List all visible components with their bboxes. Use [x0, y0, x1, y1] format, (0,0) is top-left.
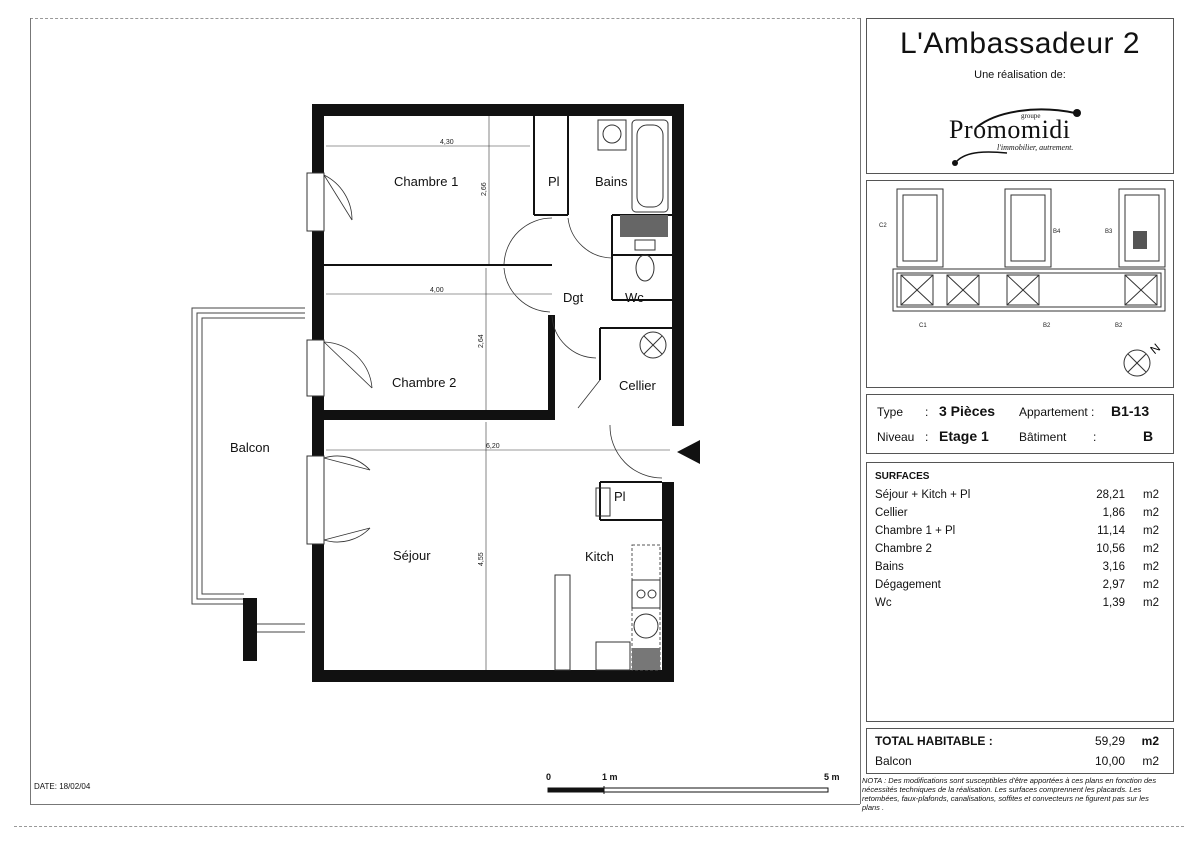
surface-row: Wc 1,39 m2	[875, 597, 1165, 615]
site-label-b2-a: B2	[1043, 323, 1051, 329]
bottom-border	[30, 804, 860, 805]
surface-unit: m2	[1143, 597, 1159, 609]
surface-row: Bains 3,16 m2	[875, 561, 1165, 579]
building-sep: :	[1093, 430, 1097, 444]
total-unit: m2	[1141, 734, 1159, 748]
surface-value: 2,97	[1102, 579, 1125, 591]
top-dashed-line	[30, 18, 860, 19]
unit-info-box: Type : 3 Pièces Appartement : B1-13 Nive…	[866, 394, 1174, 454]
surface-name: Cellier	[875, 507, 908, 519]
bottom-dashed-line	[14, 826, 1184, 827]
left-border	[30, 18, 31, 804]
balcon-label: Balcon	[875, 754, 912, 768]
surface-value: 10,56	[1096, 543, 1125, 555]
room-bains: Bains	[595, 174, 628, 189]
dim-455: 4,55	[478, 552, 485, 566]
surface-name: Bains	[875, 561, 904, 573]
surface-name: Wc	[875, 597, 892, 609]
surface-unit: m2	[1143, 507, 1159, 519]
surface-row: Chambre 2 10,56 m2	[875, 543, 1165, 561]
surface-row: Cellier 1,86 m2	[875, 507, 1165, 525]
level-value: Etage 1	[939, 428, 989, 444]
surface-unit: m2	[1143, 561, 1159, 573]
middle-border	[860, 18, 861, 804]
surfaces-box: SURFACES Séjour + Kitch + Pl 28,21 m2 Ce…	[866, 462, 1174, 722]
project-title: L'Ambassadeur 2	[899, 27, 1141, 60]
logo-groupe: groupe	[1021, 112, 1041, 120]
north-arrow-icon: N	[1147, 341, 1163, 357]
legal-note: NOTA : Des modifications sont susceptibl…	[862, 776, 1157, 812]
room-chambre-2: Chambre 2	[392, 375, 456, 390]
type-value: 3 Pièces	[939, 403, 996, 419]
promomidi-logo-swoosh	[952, 108, 1081, 166]
surface-name: Séjour + Kitch + Pl	[875, 489, 971, 501]
surface-unit: m2	[1143, 579, 1159, 591]
site-label-b2-b: B2	[1115, 323, 1123, 329]
floor-plan: Chambre 1 Pl Bains Dgt Wc Chambre 2 Cell…	[191, 104, 829, 794]
surface-name: Chambre 2	[875, 543, 932, 555]
room-placard-1: Pl	[548, 174, 560, 189]
document-date: DATE: 18/02/04	[34, 782, 91, 791]
dim-400: 4,00	[430, 287, 444, 294]
surface-row: Séjour + Kitch + Pl 28,21 m2	[875, 489, 1165, 507]
site-label-c2: C2	[879, 223, 887, 229]
surface-unit: m2	[1143, 525, 1159, 537]
site-plan-box: C2 B4 B3 C1 B2 B2 N	[866, 180, 1174, 388]
surface-unit: m2	[1143, 489, 1159, 501]
site-label-b4: B4	[1053, 229, 1061, 235]
surface-value: 11,14	[1097, 525, 1125, 537]
scale-five-m: 5 m	[824, 772, 840, 782]
room-sejour: Séjour	[393, 548, 431, 563]
surface-value: 3,16	[1102, 561, 1125, 573]
total-label: TOTAL HABITABLE :	[875, 734, 993, 748]
balcon-unit: m2	[1142, 754, 1159, 768]
room-degagement: Dgt	[563, 290, 584, 305]
total-value: 59,29	[1094, 734, 1125, 748]
surface-name: Chambre 1 + Pl	[875, 525, 956, 537]
apartment-value: B1-13	[1111, 403, 1150, 419]
dim-430: 4,30	[440, 139, 454, 146]
surface-unit: m2	[1143, 543, 1159, 555]
surfaces-title: SURFACES	[875, 471, 930, 482]
project-subtitle: Une réalisation de:	[974, 69, 1066, 81]
logo-tagline: l'immobilier, autrement.	[997, 143, 1074, 152]
type-label: Type	[877, 405, 904, 419]
room-wc: Wc	[625, 290, 644, 305]
site-plan-drawing: C2 B4 B3 C1 B2 B2 N	[879, 188, 1166, 377]
type-sep: :	[925, 405, 929, 419]
room-cellier: Cellier	[619, 378, 657, 393]
dim-620: 6,20	[486, 443, 500, 450]
surface-name: Dégagement	[875, 579, 941, 591]
dim-266: 2,66	[481, 182, 488, 196]
room-balcon: Balcon	[230, 440, 270, 455]
surface-value: 1,39	[1102, 597, 1125, 609]
total-box: TOTAL HABITABLE : 59,29 m2 Balcon 10,00 …	[866, 728, 1174, 774]
scale-zero: 0	[546, 772, 552, 782]
room-chambre-1: Chambre 1	[394, 174, 458, 189]
site-label-c1: C1	[919, 323, 927, 329]
title-block: L'Ambassadeur 2 Une réalisation de: grou…	[866, 18, 1174, 174]
level-label: Niveau	[877, 430, 915, 444]
level-sep: :	[925, 430, 929, 444]
logo-promomidi: Promomidi	[949, 115, 1071, 144]
surface-value: 1,86	[1102, 507, 1125, 519]
surface-row: Chambre 1 + Pl 11,14 m2	[875, 525, 1165, 543]
room-placard-2: Pl	[614, 489, 626, 504]
surface-row: Dégagement 2,97 m2	[875, 579, 1165, 597]
site-label-b3: B3	[1105, 229, 1113, 235]
surface-value: 28,21	[1096, 489, 1125, 501]
building-value: B	[1143, 428, 1154, 444]
building-label: Bâtiment	[1019, 430, 1067, 444]
room-kitch: Kitch	[585, 549, 614, 564]
balcon-value: 10,00	[1094, 754, 1125, 768]
apartment-label: Appartement :	[1019, 405, 1095, 419]
dim-264: 2,64	[478, 334, 485, 348]
scale-one-m: 1 m	[602, 772, 618, 782]
